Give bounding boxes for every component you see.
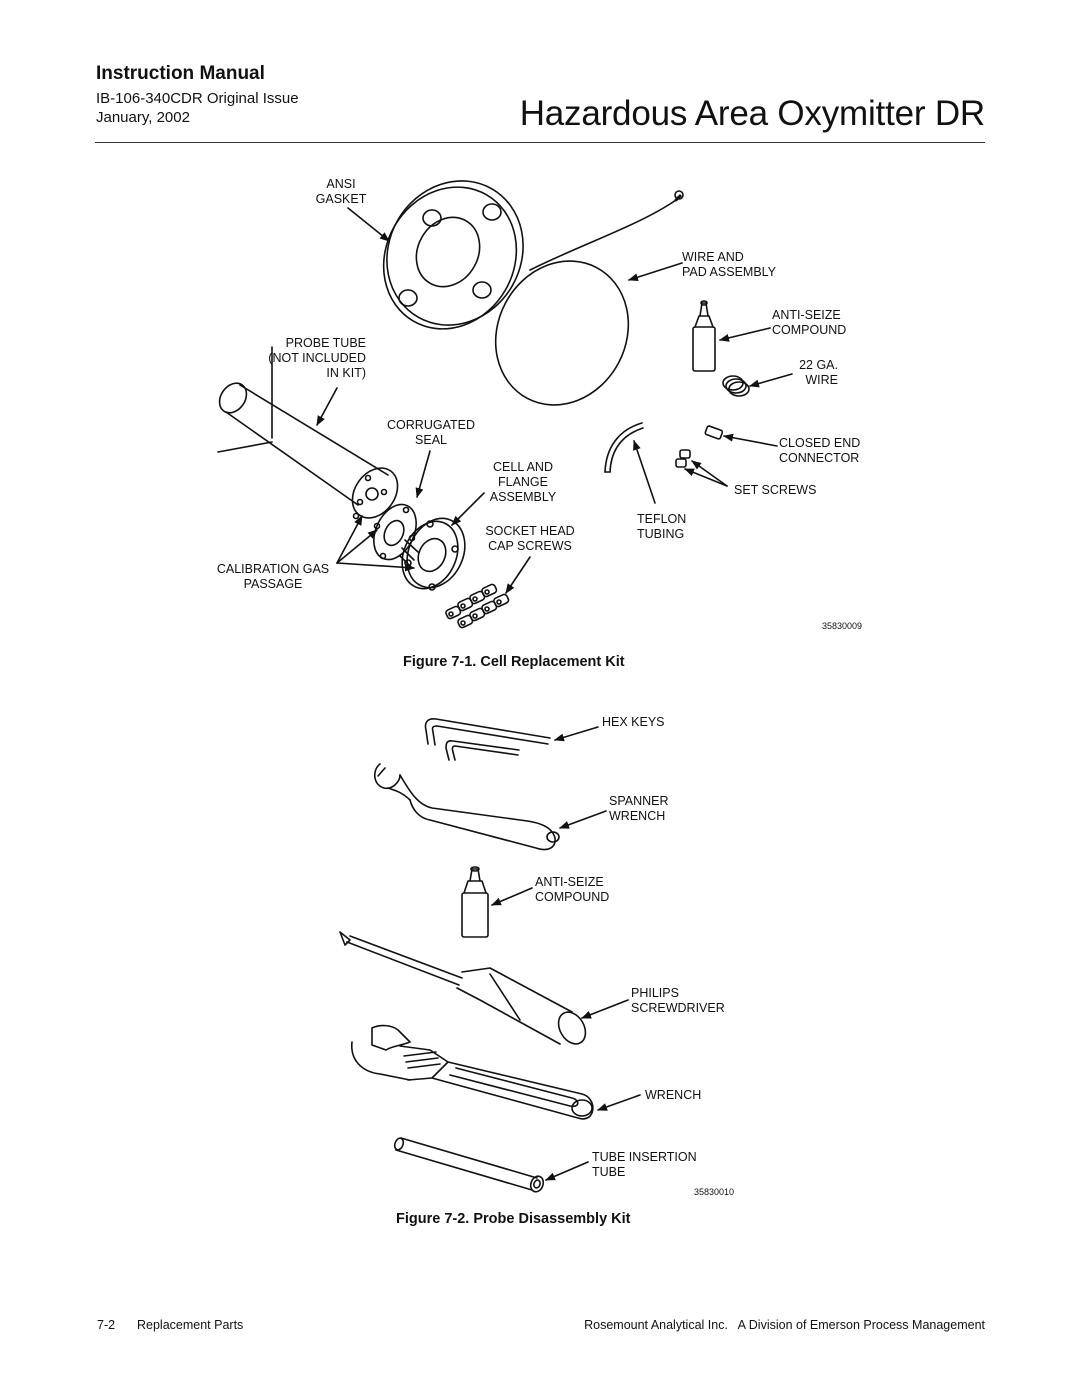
spanner-wrench-drawing <box>374 763 560 851</box>
probe-tube-drawing <box>217 346 399 520</box>
document-date: January, 2002 <box>96 109 190 126</box>
label-wrench: WRENCH <box>645 1088 702 1102</box>
label-spanner-wrench: SPANNER WRENCH <box>609 794 669 823</box>
section-name: Replacement Parts <box>137 1318 244 1332</box>
label-closed-end-connector: CLOSED END CONNECTOR <box>779 436 861 465</box>
label-anti-seize-compound-2: ANTI-SEIZE COMPOUND <box>535 875 610 904</box>
closed-end-connector-drawing <box>704 425 724 440</box>
figure-7-1-caption: Figure 7-1. Cell Replacement Kit <box>403 654 625 670</box>
label-cell-flange-assembly: CELL AND FLANGE ASSEMBLY <box>489 460 557 504</box>
label-ansi-gasket: ANSI GASKET <box>315 177 367 206</box>
company-name: Rosemount Analytical Inc. A Division of … <box>584 1318 985 1332</box>
drawing-number-2: 35830010 <box>694 1187 735 1197</box>
anti-seize-bottle-drawing <box>692 300 716 372</box>
wire-pad-drawing <box>494 190 684 406</box>
page-number: 7-2 <box>97 1318 116 1332</box>
teflon-tubing-drawing <box>604 422 644 473</box>
figure-7-2-leaders <box>491 726 641 1181</box>
label-probe-tube: PROBE TUBE (NOT INCLUDED IN KIT) <box>268 336 366 380</box>
label-anti-seize-compound-1: ANTI-SEIZE COMPOUND <box>772 308 847 337</box>
label-calibration-gas-passage: CALIBRATION GAS PASSAGE <box>216 562 330 591</box>
wire-coil-drawing <box>722 375 750 397</box>
label-wire-pad-assembly: WIRE AND PAD ASSEMBLY <box>682 250 777 279</box>
label-set-screws: SET SCREWS <box>734 483 817 497</box>
label-socket-head-cap-screws: SOCKET HEAD CAP SCREWS <box>485 524 575 553</box>
label-teflon-tubing: TEFLON TUBING <box>637 512 687 541</box>
set-screws-drawing <box>675 449 691 468</box>
anti-seize-bottle-2-drawing <box>461 866 489 938</box>
ansi-gasket-drawing <box>382 180 524 330</box>
document-title: Hazardous Area Oxymitter DR <box>519 94 986 133</box>
manual-label: Instruction Manual <box>96 63 265 84</box>
figure-7-1-drawing <box>217 180 793 629</box>
label-tube-insertion-tube: TUBE INSERTION TUBE <box>592 1150 697 1179</box>
cell-flange-drawing <box>399 517 466 591</box>
tube-insertion-drawing <box>393 1137 545 1193</box>
screwdriver-drawing <box>339 931 587 1045</box>
label-hex-keys: HEX KEYS <box>602 715 665 729</box>
cap-screws-drawing <box>445 583 510 629</box>
label-philips-screwdriver: PHILIPS SCREWDRIVER <box>631 986 725 1015</box>
label-corrugated-seal: CORRUGATED SEAL <box>387 418 475 447</box>
header-rule <box>95 142 985 143</box>
hex-keys-drawing <box>424 718 551 761</box>
figure-7-1-leaders <box>316 207 793 594</box>
document-id: IB-106-340CDR Original Issue <box>96 90 299 107</box>
drawing-number-1: 35830009 <box>822 621 863 631</box>
figure-7-2-drawing <box>339 718 641 1193</box>
adjustable-wrench-drawing <box>351 1024 594 1120</box>
label-22-ga-wire: 22 GA. WIRE <box>799 358 838 387</box>
figure-7-2-caption: Figure 7-2. Probe Disassembly Kit <box>396 1211 631 1227</box>
